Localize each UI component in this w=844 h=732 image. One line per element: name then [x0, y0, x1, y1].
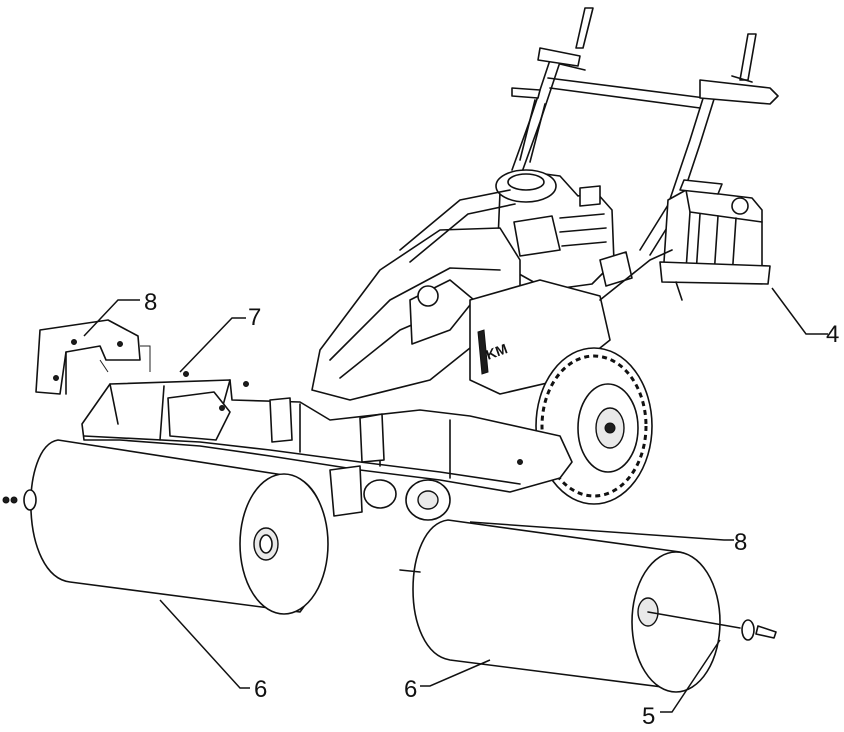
roller-left-part-6 — [2, 439, 329, 615]
engine — [495, 169, 633, 291]
callout-7: 7 — [248, 304, 261, 331]
callout-6-left: 6 — [254, 676, 267, 703]
callout-6-right: 6 — [404, 676, 417, 703]
machine-frame: KM — [311, 189, 673, 401]
shield-left-part-8 — [35, 319, 151, 395]
roller-right-part-6 — [399, 519, 777, 693]
fuel-tank — [659, 179, 771, 301]
callout-8-right: 8 — [734, 529, 747, 556]
roller-frame-part-7 — [81, 371, 573, 521]
callout-4: 4 — [826, 321, 839, 348]
callout-leaders — [83, 287, 828, 713]
brand-emblem: KM — [484, 340, 510, 362]
callout-8-top: 8 — [144, 289, 157, 316]
handlebar-assembly — [511, 7, 779, 256]
callout-5: 5 — [642, 703, 655, 730]
